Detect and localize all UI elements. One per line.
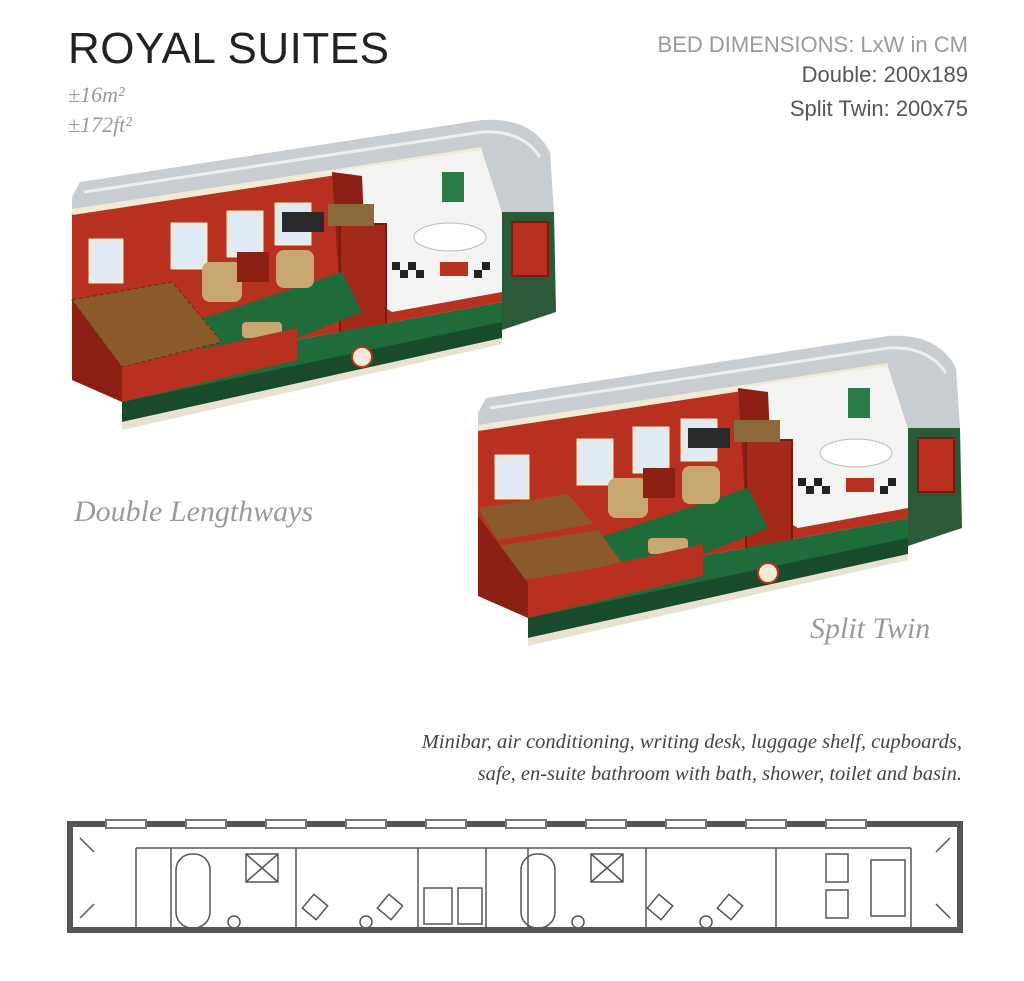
bathtub-icon: [520, 853, 556, 929]
split-twin-label: Split Twin: [810, 612, 931, 645]
double-bed: [72, 282, 222, 367]
crest-icon: [351, 346, 373, 368]
double-lengthways-cabin-illustration: [71, 119, 556, 430]
area-square-meters: ±16m²: [68, 82, 125, 107]
area-square-feet: ±172ft²: [68, 112, 132, 137]
floor-plan: [67, 819, 963, 933]
armchair: [202, 262, 242, 302]
amenities-line-2: safe, en-suite bathroom with bath, showe…: [477, 763, 962, 785]
armchair: [682, 466, 720, 504]
twin-bed-2: [498, 530, 623, 580]
bed-base: [122, 328, 297, 402]
page-title: ROYAL SUITES: [68, 24, 390, 73]
armchair: [608, 478, 648, 518]
armchair: [276, 250, 314, 288]
double-lengthways-label: Double Lengthways: [74, 495, 314, 528]
crest-icon: [757, 562, 779, 584]
bed-base: [528, 544, 703, 618]
split-twin-cabin-illustration: [477, 335, 962, 646]
bed-dimension-double: Double: 200x189: [801, 62, 968, 87]
twin-bed-1: [478, 494, 593, 540]
bed-dimensions-heading: BED DIMENSIONS: LxW in CM: [657, 32, 968, 57]
bed-dimension-split-twin: Split Twin: 200x75: [789, 96, 968, 121]
amenities-line-1: Minibar, air conditioning, writing desk,…: [421, 731, 962, 753]
bathtub-icon: [175, 853, 211, 929]
